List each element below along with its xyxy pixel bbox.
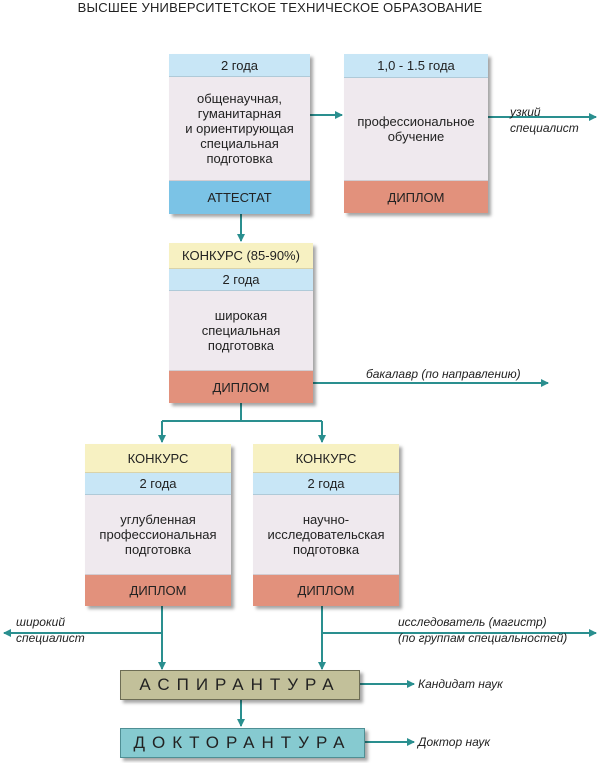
years-label: 1,0 - 1.5 года	[344, 54, 488, 78]
researcher-label: исследователь (магистр) (по группам спец…	[398, 615, 568, 645]
training-description: научно- исследовательская подготовка	[253, 495, 399, 575]
diploma-label: ДИПЛОМ	[169, 371, 313, 403]
diploma-label: ДИПЛОМ	[344, 181, 488, 213]
general-training-box: 2 года общенаучная, гуманитарная и ориен…	[169, 54, 310, 214]
aspirantura-bar: АСПИРАНТУРА	[120, 670, 360, 700]
diploma-label: ДИПЛОМ	[253, 575, 399, 606]
years-label: 2 года	[169, 54, 310, 77]
training-description: углубленная профессиональная подготовка	[85, 495, 231, 575]
bachelor-label: бакалавр (по направлению)	[366, 367, 521, 381]
years-label: 2 года	[85, 473, 231, 495]
years-label: 2 года	[169, 269, 313, 291]
doctor-label: Доктор наук	[418, 735, 491, 749]
page-title: ВЫСШЕЕ УНИВЕРСИТЕТСКОЕ ТЕХНИЧЕСКОЕ ОБРАЗ…	[77, 0, 483, 15]
years-label: 2 года	[253, 473, 399, 495]
attestat-label: АТТЕСТАТ	[169, 181, 310, 214]
advanced-professional-training-box: КОНКУРС 2 года углубленная профессиональ…	[85, 444, 231, 606]
broad-special-training-box: КОНКУРС (85-90%) 2 года широкая специаль…	[169, 243, 313, 403]
wide-specialist-label: широкий специалист	[16, 615, 85, 645]
contest-label: КОНКУРС (85-90%)	[169, 243, 313, 269]
narrow-specialist-label: узкий специалист	[510, 105, 579, 135]
training-description: общенаучная, гуманитарная и ориентирующа…	[169, 77, 310, 181]
training-description: широкая специальная подготовка	[169, 291, 313, 371]
research-training-box: КОНКУРС 2 года научно- исследовательская…	[253, 444, 399, 606]
candidate-label: Кандидат наук	[418, 677, 503, 691]
professional-training-box: 1,0 - 1.5 года профессиональное обучение…	[344, 54, 488, 213]
contest-label: КОНКУРС	[253, 444, 399, 473]
doktorantura-bar: ДОКТОРАНТУРА	[120, 728, 365, 758]
diploma-label: ДИПЛОМ	[85, 575, 231, 606]
training-description: профессиональное обучение	[344, 78, 488, 181]
contest-label: КОНКУРС	[85, 444, 231, 473]
